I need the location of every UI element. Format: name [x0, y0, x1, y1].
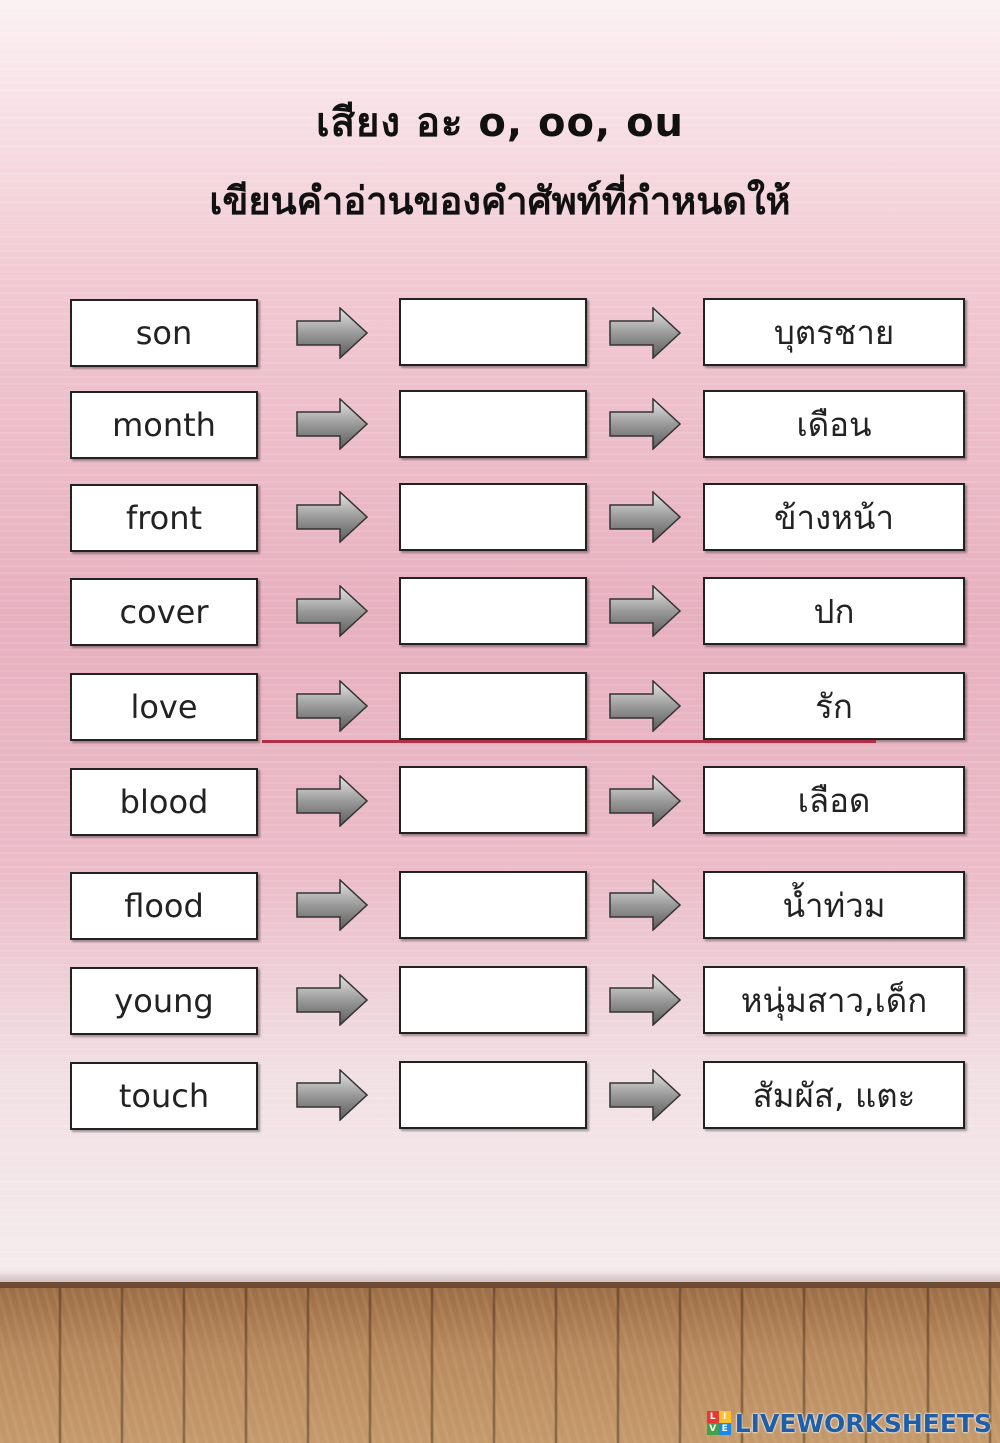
instruction-text: เขียนคำอ่านของคำศัพท์ที่กำหนดให้ [209, 179, 791, 223]
word-box: son [70, 299, 258, 367]
word-box: love [70, 673, 258, 741]
answer-input[interactable] [399, 1061, 587, 1129]
right-arrow-icon [296, 491, 368, 543]
right-arrow-icon [609, 974, 681, 1026]
answer-input[interactable] [399, 966, 587, 1034]
brand-icon: L I V E [706, 1411, 731, 1435]
right-arrow-icon [609, 398, 681, 450]
right-arrow-icon [296, 879, 368, 931]
meaning-box: รัก [703, 672, 965, 740]
word-box: touch [70, 1062, 258, 1130]
meaning-box: บุตรชาย [703, 298, 965, 366]
right-arrow-icon [296, 307, 368, 359]
answer-input[interactable] [399, 672, 587, 740]
answer-input[interactable] [399, 766, 587, 834]
floor-edge [0, 1282, 1000, 1288]
right-arrow-icon [609, 491, 681, 543]
wall-shadow [0, 1270, 1000, 1284]
page-title: เสียง อะ o, oo, ou [315, 100, 685, 146]
word-box: front [70, 484, 258, 552]
word-box: month [70, 391, 258, 459]
answer-input[interactable] [399, 483, 587, 551]
right-arrow-icon [296, 775, 368, 827]
answer-input[interactable] [399, 298, 587, 366]
meaning-box: ข้างหน้า [703, 483, 965, 551]
answer-input[interactable] [399, 871, 587, 939]
word-box: blood [70, 768, 258, 836]
answer-input[interactable] [399, 577, 587, 645]
meaning-box: น้ำท่วม [703, 871, 965, 939]
right-arrow-icon [609, 307, 681, 359]
answer-input[interactable] [399, 390, 587, 458]
brand-icon-letter: L [706, 1411, 719, 1423]
right-arrow-icon [296, 585, 368, 637]
right-arrow-icon [609, 680, 681, 732]
meaning-box: หนุ่มสาว,เด็ก [703, 966, 965, 1034]
right-arrow-icon [296, 974, 368, 1026]
brand-name: LIVEWORKSHEETS [734, 1408, 992, 1438]
brand-icon-letter: E [718, 1423, 731, 1435]
right-arrow-icon [609, 1069, 681, 1121]
right-arrow-icon [296, 398, 368, 450]
right-arrow-icon [609, 585, 681, 637]
right-arrow-icon [296, 1069, 368, 1121]
word-box: flood [70, 872, 258, 940]
brand-icon-letter: V [706, 1423, 719, 1435]
meaning-box: สัมผัส, แตะ [703, 1061, 965, 1129]
right-arrow-icon [609, 879, 681, 931]
word-box: young [70, 967, 258, 1035]
right-arrow-icon [296, 680, 368, 732]
liveworksheets-logo[interactable]: L I V E LIVEWORKSHEETS [706, 1408, 992, 1438]
meaning-box: เดือน [703, 390, 965, 458]
brand-icon-letter: I [718, 1411, 731, 1423]
wood-floor [0, 1282, 1000, 1443]
meaning-box: เลือด [703, 766, 965, 834]
word-box: cover [70, 578, 258, 646]
meaning-box: ปก [703, 577, 965, 645]
right-arrow-icon [609, 775, 681, 827]
underline-divider [262, 740, 876, 743]
